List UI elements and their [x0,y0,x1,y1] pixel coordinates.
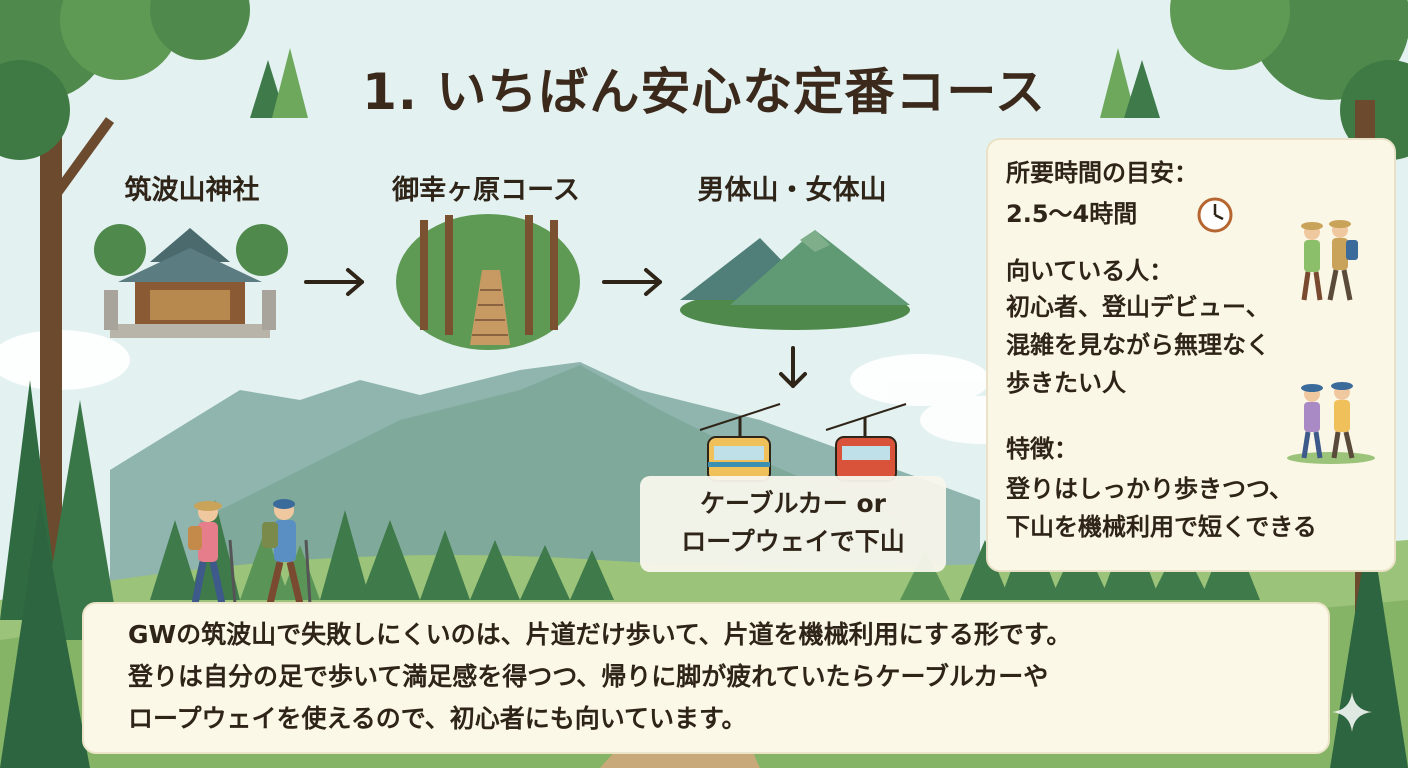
feature-line-1: 登りはしっかり歩きつつ、 [1006,475,1294,503]
time-heading: 所要時間の目安： [1006,159,1198,187]
left-trees [0,0,250,768]
arrow-right-1 [304,268,364,296]
step-label-shrine: 筑波山神社 [124,175,260,206]
audience-line-3: 歩きたい人 [1006,369,1126,397]
arrow-right-2 [602,268,662,296]
info-sidebar [986,138,1396,572]
clock-icon [1197,197,1233,233]
time-value: 2.5〜4時間 [1006,200,1138,228]
arrow-down [779,346,807,388]
twin-peaks-illustration [680,230,910,330]
descent-line-2: ロープウェイで下山 [681,527,905,556]
page-title: 1. いちばん安心な定番コース [362,63,1046,121]
sidebar-hikers-top [1301,220,1358,301]
descent-text: ケーブルカー or ロープウェイで下山 [640,485,946,561]
summary-panel [82,602,1330,754]
clouds [0,330,1040,444]
summary-line-1: GWの筑波山で失敗しにくいのは、片道だけ歩いて、片道を機械利用にする形です。 [128,620,1072,649]
feature-heading: 特徴： [1006,435,1078,463]
summary-text: GWの筑波山で失敗しにくいのは、片道だけ歩いて、片道を機械利用にする形です。 登… [128,614,1308,740]
descent-panel [640,476,946,572]
summary-line-3: ロープウェイを使えるので、初心者にも向いています。 [128,704,747,733]
sidebar-hikers-bottom [1287,382,1375,464]
feature-line-2: 下山を機械利用で短くできる [1006,513,1317,541]
step-label-peaks: 男体山・女体山 [697,175,887,206]
title-pine-right [1100,48,1160,118]
descent-line-1: ケーブルカー or [700,489,886,518]
audience-line-1: 初心者、登山デビュー、 [1006,293,1270,321]
forest-trail-illustration [396,214,580,350]
audience-line-2: 混雑を見ながら無理なく [1006,331,1270,359]
sparkle-icon [1332,692,1372,732]
gondola-icon [699,403,781,482]
step-label-course: 御幸ヶ原コース [392,175,580,206]
shrine-illustration [94,224,288,338]
summary-line-2: 登りは自分の足で歩いて満足感を得つつ、帰りに脚が疲れていたらケーブルカーや [128,662,1049,691]
hikers-illustration [188,499,312,605]
title-pine-left [250,48,308,118]
audience-heading: 向いている人： [1006,257,1174,285]
